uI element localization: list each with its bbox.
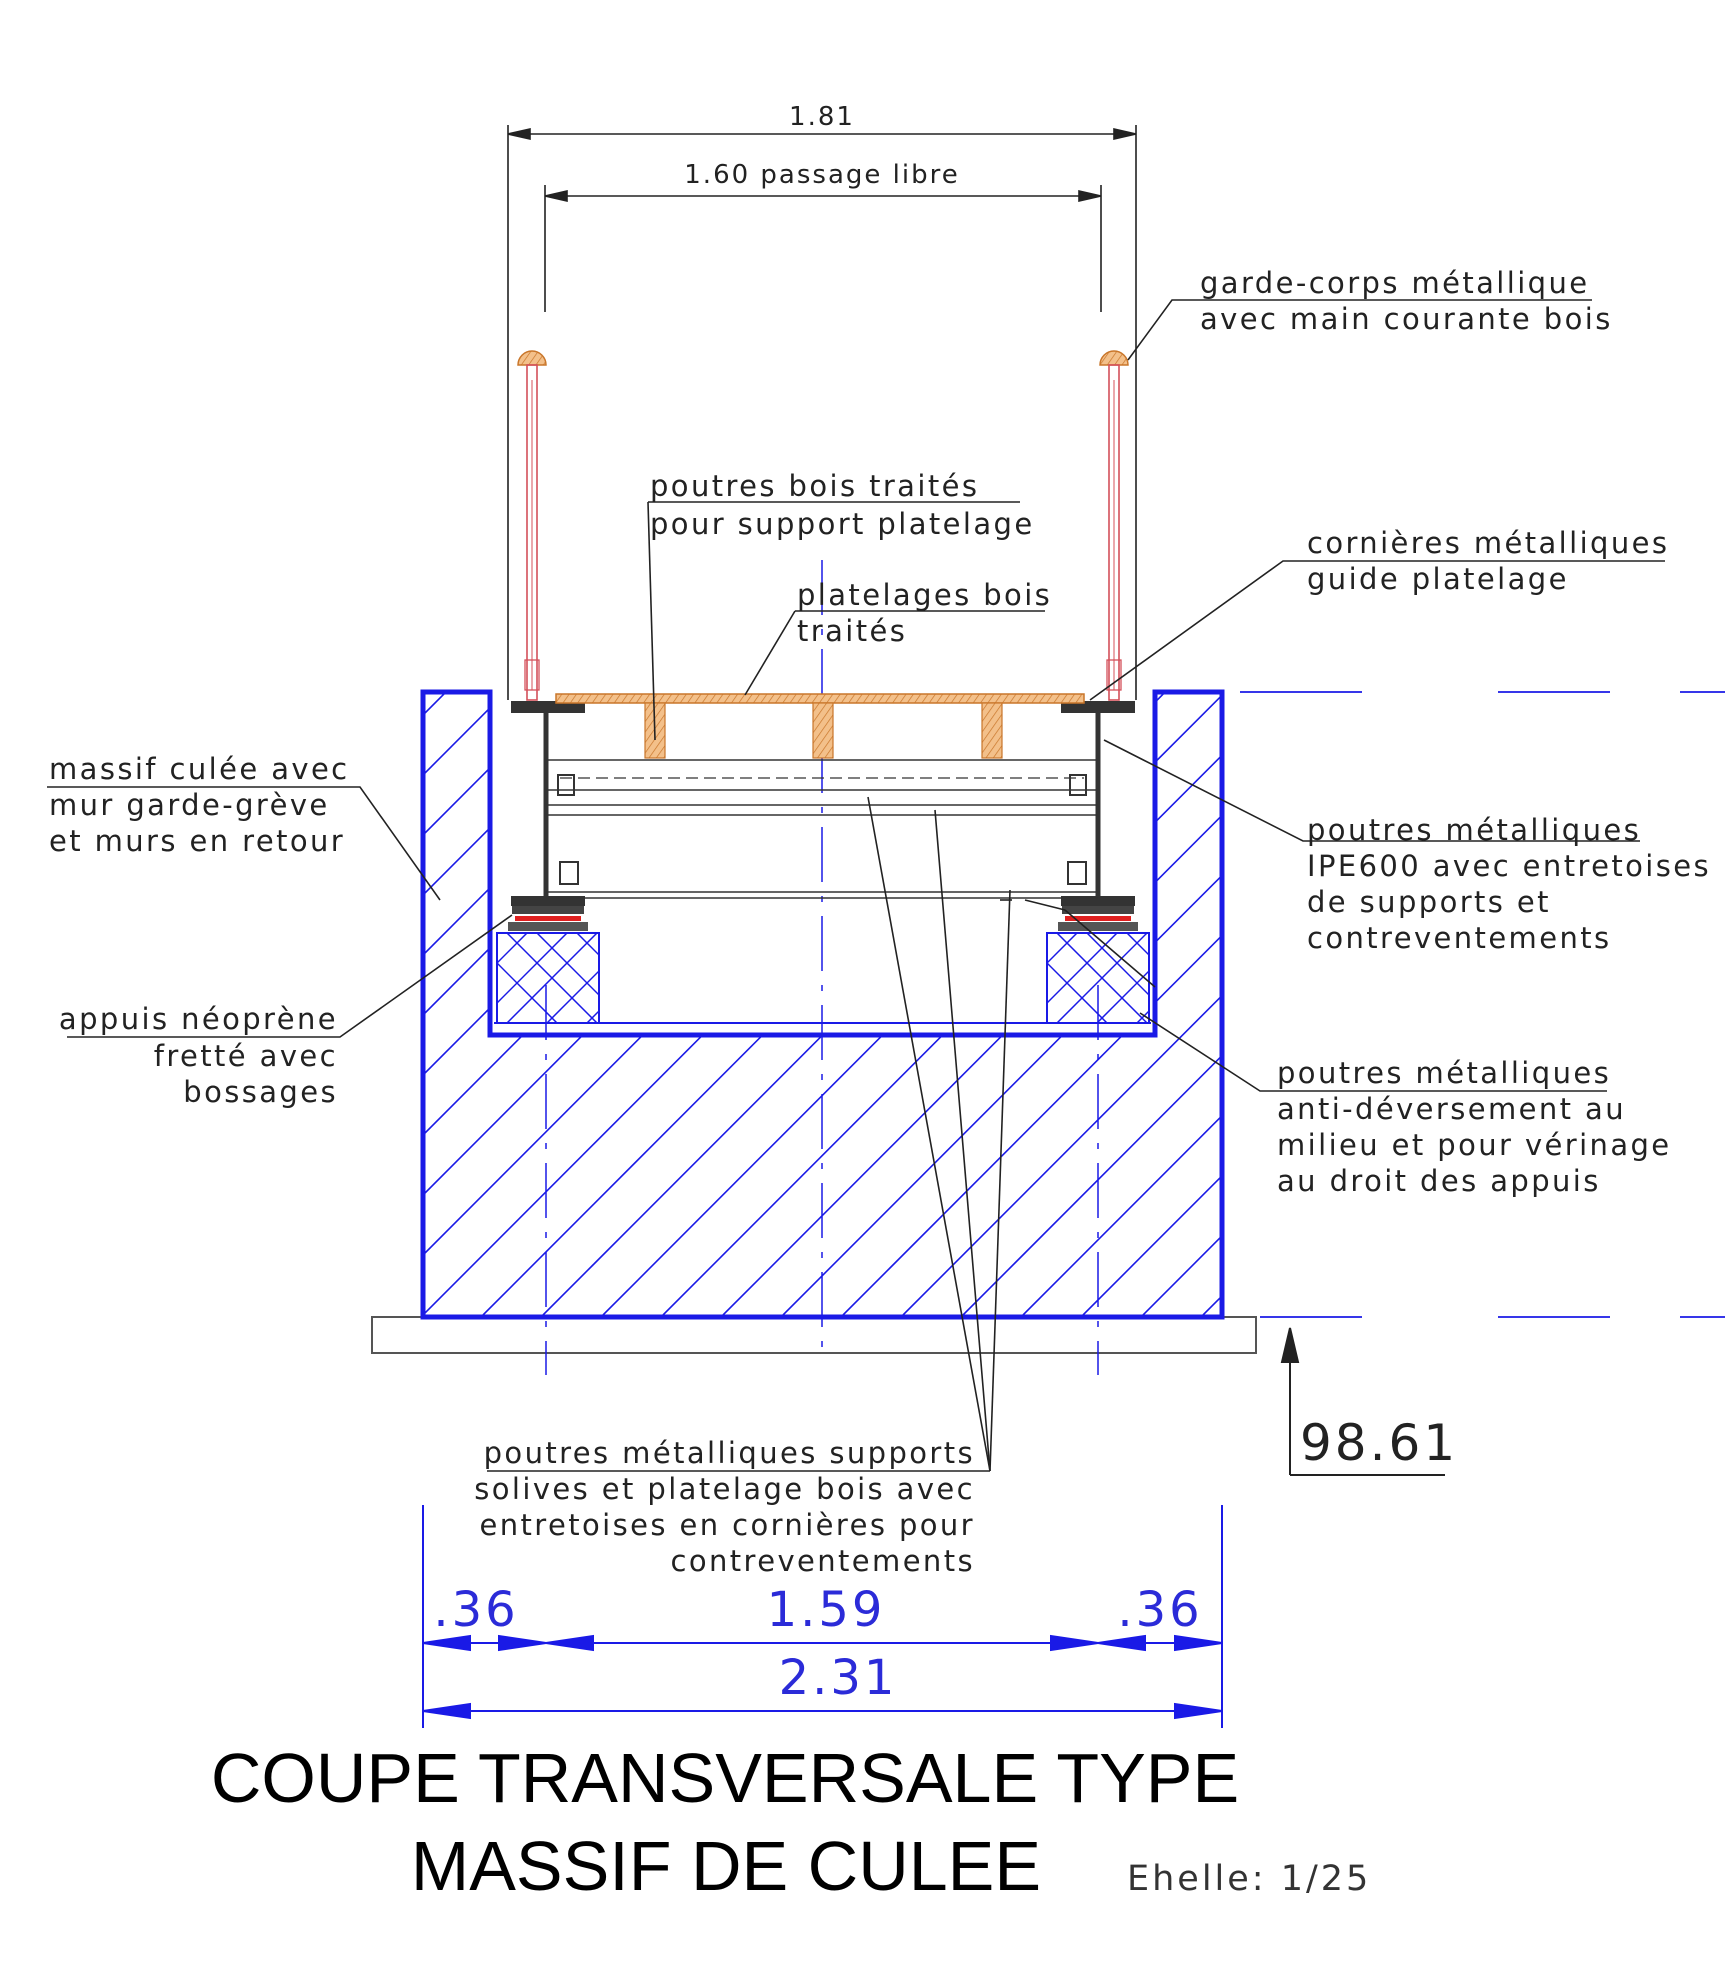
drawing-scale: Ehelle: 1/25 [1127,1859,1371,1899]
note-line: anti-déversement au [1277,1092,1626,1126]
dim-right-wall: .36 [1117,1582,1202,1638]
note-supports-solives: poutres métalliques supports solives et … [474,1436,976,1578]
note-line: de supports et [1307,885,1551,919]
railing-right [1099,350,1129,701]
level-value: 98.61 [1300,1414,1458,1472]
note-appuis: appuis néoprène fretté avec bossages [59,1002,338,1109]
note-line: entretoises en cornières pour [480,1508,976,1542]
note-line: cornières métalliques [1307,526,1669,560]
bearing-block-right [1046,932,1150,1024]
axis-lines [545,560,1099,1375]
note-line: poutres bois traités [650,469,979,503]
note-line: contreventements [670,1544,975,1578]
note-platelages: platelages bois traités [797,578,1052,648]
note-line: IPE600 avec entretoises [1307,849,1711,883]
bottom-dimension-lines [422,1505,1223,1728]
note-line: fretté avec [154,1039,338,1073]
foundation-slab [371,1316,1257,1354]
dim-clear-passage: 1.60 passage libre [684,160,959,190]
note-poutres-bois: poutres bois traités pour support platel… [650,469,1035,541]
timber-deck [555,693,1085,759]
dim-left-wall: .36 [433,1582,518,1638]
neoprene-pads [508,905,1138,931]
level-lines [1240,691,1725,1318]
leader-lines [47,299,1665,1472]
note-line: traités [797,614,907,648]
note-line: poutres métalliques [1277,1056,1611,1090]
drawing-title-line1: COUPE TRANSVERSALE TYPE [211,1739,1239,1817]
note-line: pour support platelage [650,507,1035,541]
steel-beams [511,701,1135,906]
abutment-outline [420,689,1225,1320]
note-line: garde-corps métallique [1200,266,1590,300]
note-poutres-ipe: poutres métalliques IPE600 avec entretoi… [1307,813,1711,955]
note-line: platelages bois [797,578,1052,612]
note-garde-corps: garde-corps métallique avec main courant… [1200,266,1613,336]
note-line: guide platelage [1307,562,1569,596]
note-line: massif culée avec [49,752,350,786]
railing-left [517,350,547,701]
level-marker [1280,1327,1445,1476]
note-anti-deversement: poutres métalliques anti-déversement au … [1277,1056,1672,1198]
note-line: bossages [183,1075,338,1109]
note-cornieres: cornières métalliques guide platelage [1307,526,1669,596]
note-line: contreventements [1307,921,1612,955]
note-line: appuis néoprène [59,1002,338,1036]
bearing-block-left [496,932,600,1024]
note-line: au droit des appuis [1277,1164,1601,1198]
top-dimension-lines [507,125,1137,700]
note-line: et murs en retour [49,824,345,858]
drawing-title-line2: MASSIF DE CULEE [411,1827,1041,1905]
note-line: mur garde-grève [49,788,330,822]
note-massif: massif culée avec mur garde-grève et mur… [49,752,350,858]
dim-overall-top: 1.81 [789,102,855,132]
dim-overall-bottom: 2.31 [779,1650,898,1706]
note-line: milieu et pour vérinage [1277,1128,1672,1162]
note-line: poutres métalliques [1307,813,1641,847]
note-line: poutres métalliques supports [484,1436,975,1470]
note-line: avec main courante bois [1200,302,1613,336]
note-line: solives et platelage bois avec [474,1472,975,1506]
dim-center-span: 1.59 [767,1582,886,1638]
